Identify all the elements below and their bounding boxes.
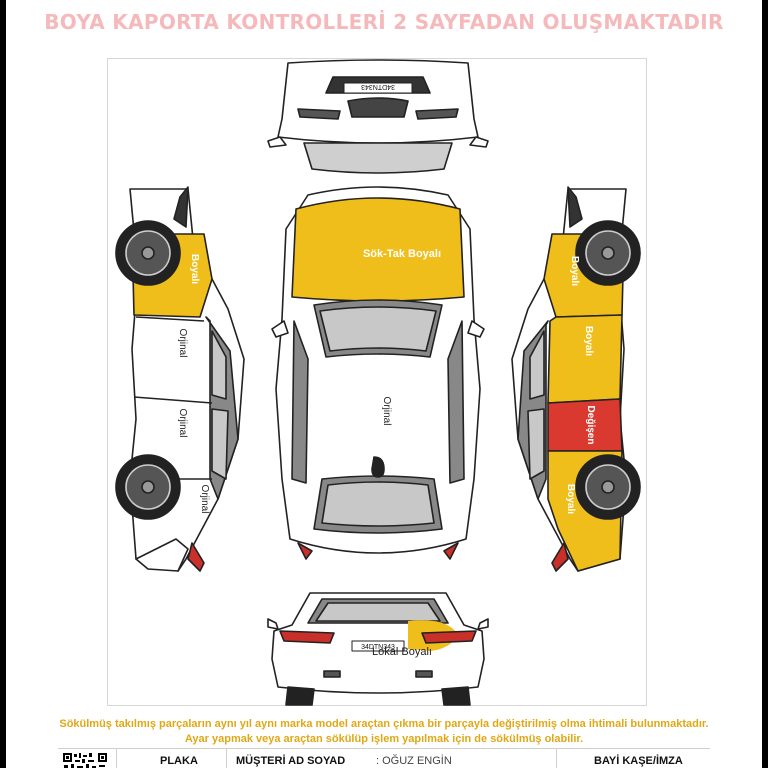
hood-label: Sök-Tak Boyalı bbox=[363, 248, 441, 260]
right-quarter-label: Boyalı bbox=[565, 484, 576, 514]
left-rear-door-label: Orjinal bbox=[177, 409, 188, 438]
right-fender-label: Boyalı bbox=[569, 256, 580, 286]
front-view: 34DTN343 bbox=[267, 59, 489, 174]
roof-label: Orjinal bbox=[381, 397, 392, 426]
customer-label: MÜŞTERİ AD SOYAD bbox=[236, 755, 346, 767]
left-quarter-label: Orjinal bbox=[199, 485, 210, 514]
car-diagram-svg: 34DTN343 bbox=[115, 59, 641, 706]
footer-divider bbox=[116, 749, 117, 768]
notice-line-1: Sökülmüş takılmış parçaların aynı yıl ay… bbox=[59, 718, 709, 730]
top-view bbox=[271, 186, 485, 560]
car-damage-diagram: 34DTN343 bbox=[107, 58, 647, 706]
page-title: BOYA KAPORTA KONTROLLERİ 2 SAYFADAN OLUŞ… bbox=[44, 10, 724, 34]
left-front-door-label: Orjinal bbox=[177, 329, 188, 358]
left-side-view bbox=[115, 186, 245, 572]
right-rear-door-label: Değişen bbox=[585, 406, 596, 445]
rear-view: 34DTN343 bbox=[267, 592, 489, 706]
qr-code-icon bbox=[62, 752, 108, 768]
footer-divider bbox=[556, 749, 557, 768]
right-side-view bbox=[511, 186, 641, 572]
report-page: BOYA KAPORTA KONTROLLERİ 2 SAYFADAN OLUŞ… bbox=[6, 0, 762, 768]
dealer-label: BAYİ KAŞE/İMZA bbox=[594, 755, 683, 767]
left-fender-label: Boyalı bbox=[189, 254, 200, 284]
rear-trunk-label: Lokal Boyalı bbox=[372, 646, 432, 658]
front-plate-text: 34DTN343 bbox=[361, 83, 395, 90]
customer-value: : OĞUZ ENGİN bbox=[376, 755, 452, 767]
footer-divider bbox=[226, 749, 227, 768]
footer-table: PLAKA MÜŞTERİ AD SOYAD : OĞUZ ENGİN BAYİ… bbox=[58, 748, 710, 768]
rear-plate-text: 34DTN343 bbox=[361, 644, 395, 651]
notice-line-2: Ayar yapmak veya araçtan sökülüp işlem y… bbox=[184, 733, 584, 745]
right-front-door-label: Boyalı bbox=[583, 326, 594, 356]
plate-label: PLAKA bbox=[160, 755, 198, 767]
